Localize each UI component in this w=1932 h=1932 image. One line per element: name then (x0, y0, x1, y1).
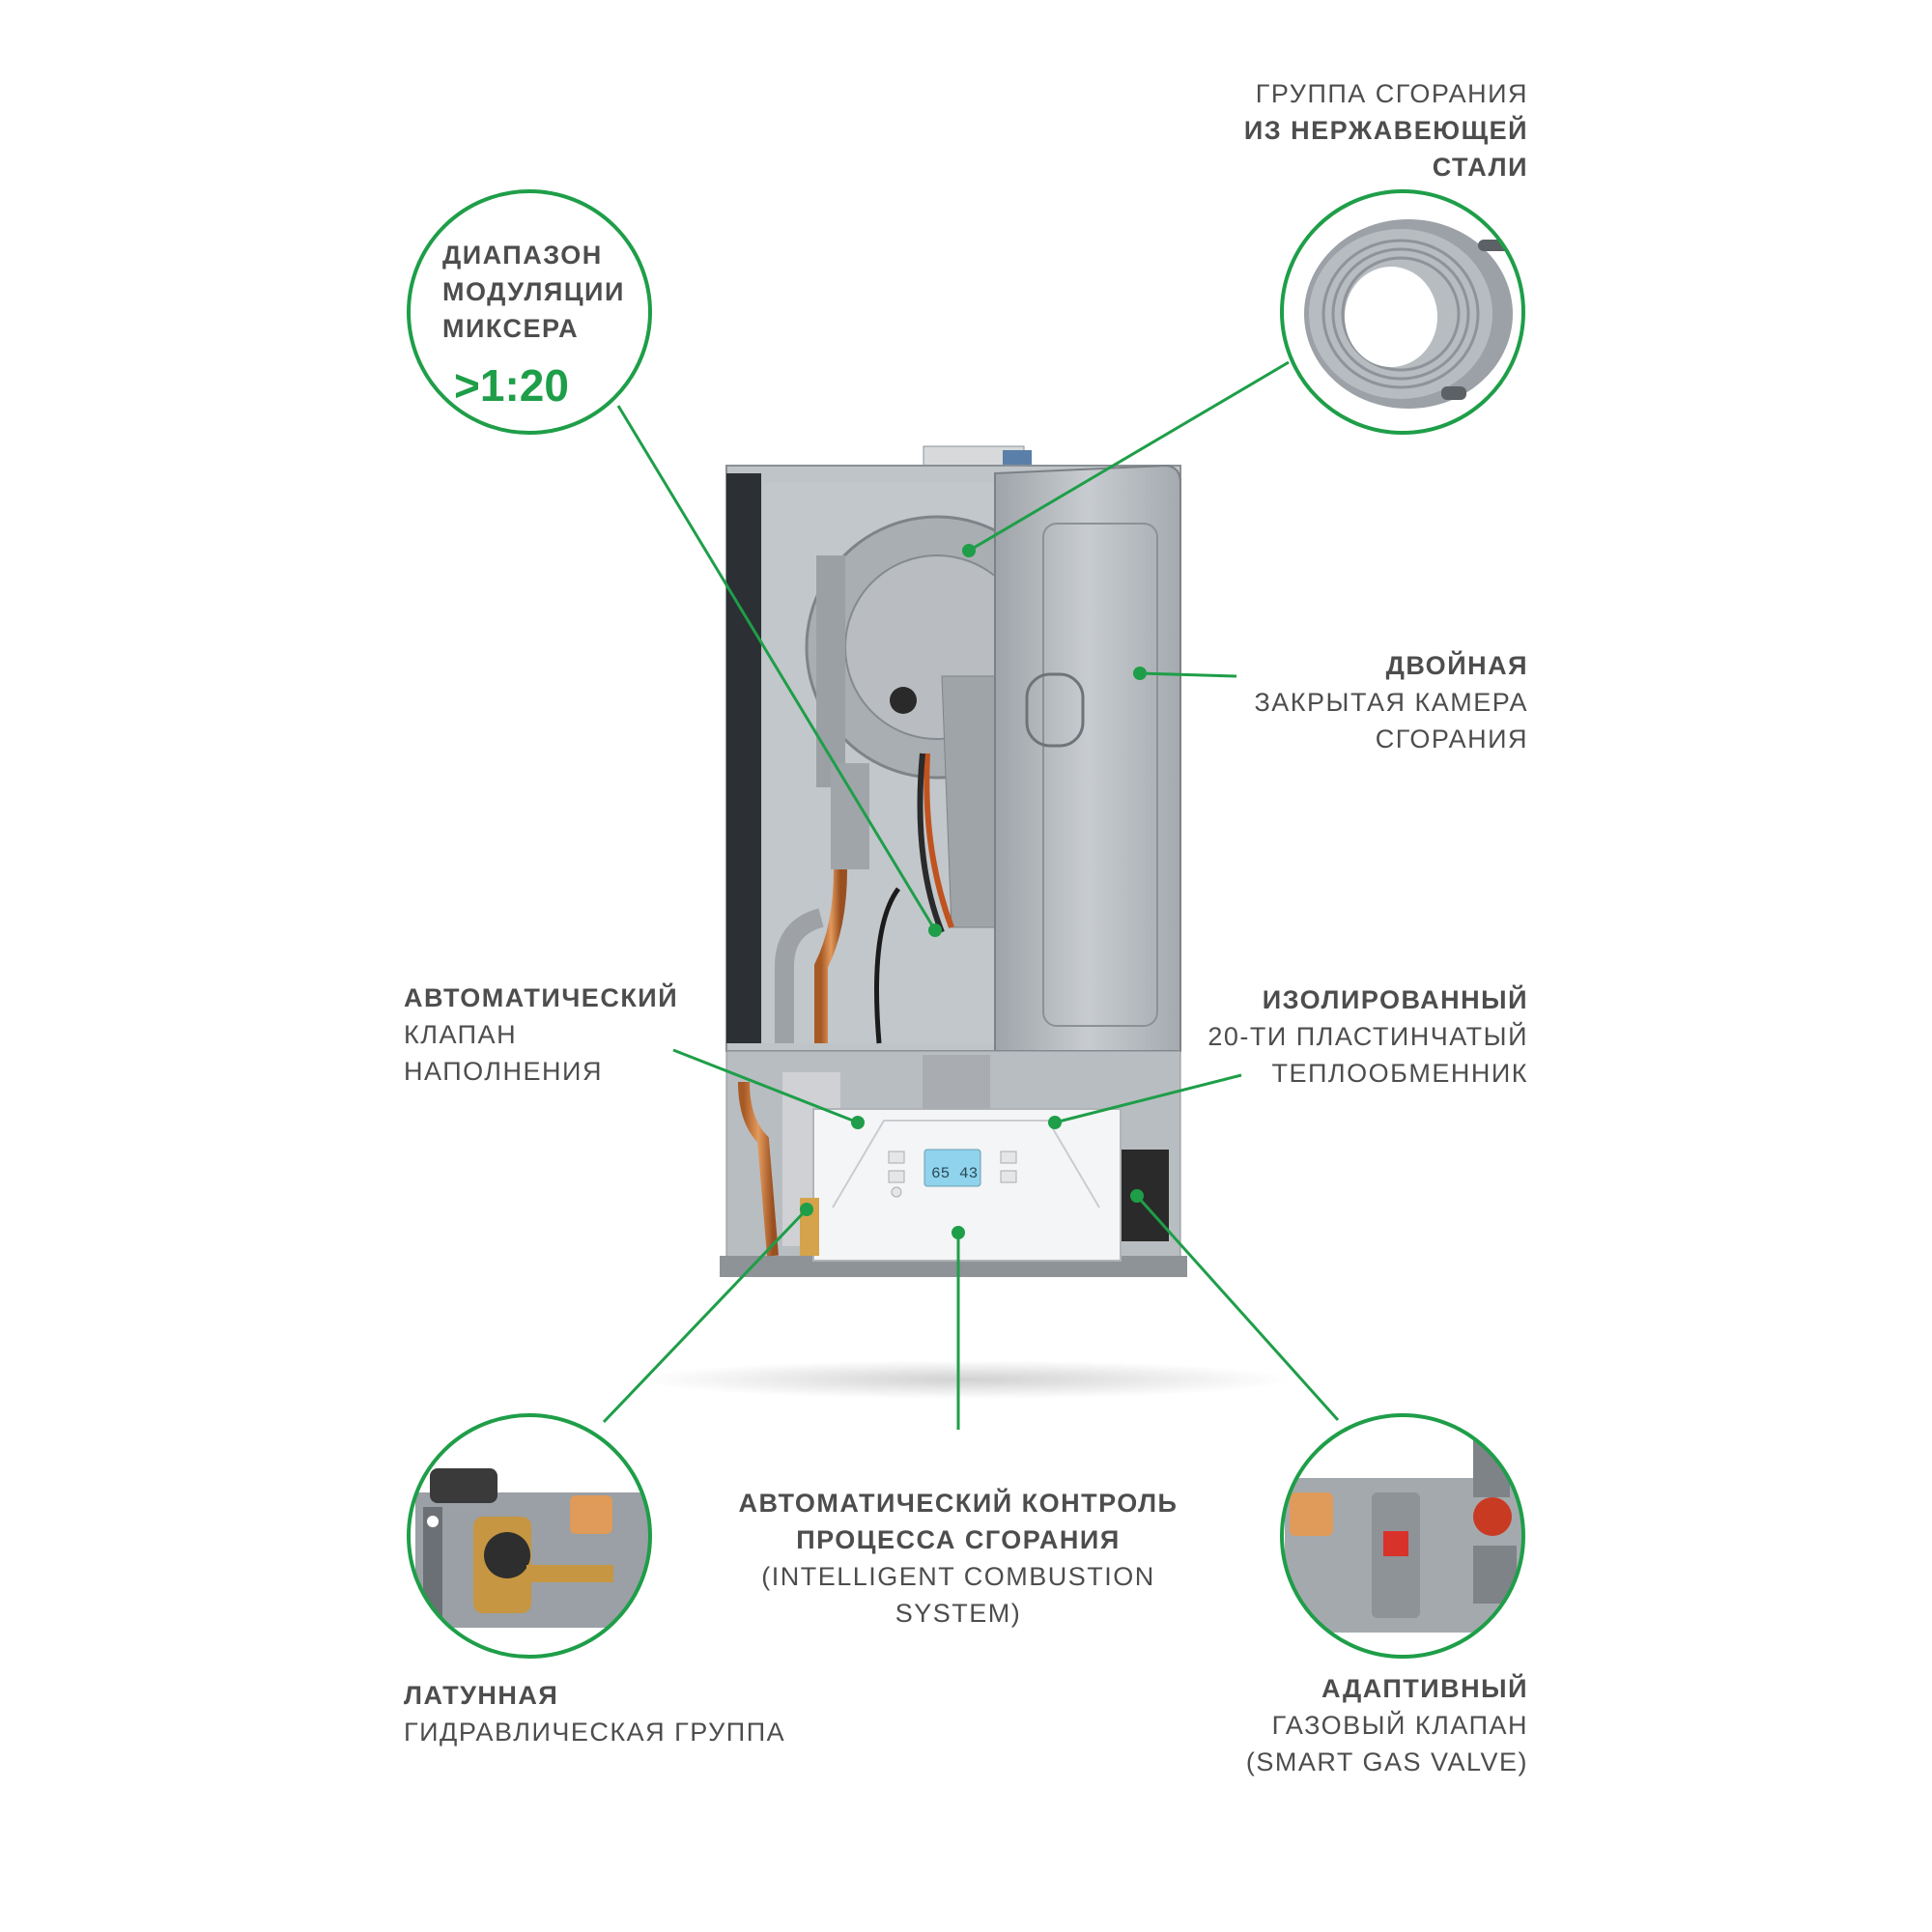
stainless-line-1: ГРУППА СГОРАНИЯ (1255, 79, 1528, 108)
brass-hydraulic-group-image (407, 1413, 652, 1659)
auto-fill-line-3: НАПОЛНЕНИЯ (404, 1057, 603, 1086)
heat-exchanger-line-2: 20-ТИ ПЛАСТИНЧАТЫЙ (1208, 1022, 1528, 1051)
heat-exchanger-label: ИЗОЛИРОВАННЫЙ 20-ТИ ПЛАСТИНЧАТЫЙ ТЕПЛООБ… (1208, 981, 1528, 1092)
brass-line-2: ГИДРАВЛИЧЕСКАЯ ГРУППА (404, 1718, 786, 1747)
gas-valve-image (1280, 1413, 1525, 1659)
gas-valve-line-3: (SMART GAS VALVE) (1245, 1747, 1528, 1776)
double-chamber-line-3: СГОРАНИЯ (1375, 724, 1528, 753)
mixer-line-1: ДИАПАЗОН (442, 241, 603, 270)
stainless-line-3: СТАЛИ (1432, 153, 1528, 182)
mixer-callout-text: ДИАПАЗОН МОДУЛЯЦИИ МИКСЕРА (442, 237, 625, 347)
gas-valve-label: АДАПТИВНЫЙ ГАЗОВЫЙ КЛАПАН (SMART GAS VAL… (1246, 1670, 1528, 1780)
combustion-control-label: АВТОМАТИЧЕСКИЙ КОНТРОЛЬ ПРОЦЕССА СГОРАНИ… (676, 1485, 1240, 1632)
stainless-label: ГРУППА СГОРАНИЯ ИЗ НЕРЖАВЕЮЩЕЙ СТАЛИ (1244, 75, 1528, 185)
auto-fill-line-2: КЛАПАН (404, 1020, 518, 1049)
auto-fill-line-1: АВТОМАТИЧЕСКИЙ (404, 983, 679, 1012)
mixer-line-2: МОДУЛЯЦИИ (442, 277, 625, 306)
floor-shadow (638, 1360, 1294, 1399)
display-left-value: 65 (931, 1165, 950, 1182)
combustion-line-3: (INTELLIGENT COMBUSTION (761, 1562, 1155, 1591)
display-right-value: 43 (959, 1165, 978, 1182)
leader-dots (800, 544, 1147, 1239)
mixer-line-3: МИКСЕРА (442, 314, 580, 343)
combustion-line-1: АВТОМАТИЧЕСКИЙ КОНТРОЛЬ (738, 1489, 1179, 1518)
gas-valve-line-1: АДАПТИВНЫЙ (1321, 1674, 1528, 1703)
leader-lines (602, 360, 1340, 1430)
combustion-line-2: ПРОЦЕССА СГОРАНИЯ (796, 1525, 1121, 1554)
boiler-image: 65 43 (720, 445, 1187, 1277)
mixer-ratio-value: >1:20 (454, 360, 569, 411)
double-chamber-line-1: ДВОЙНАЯ (1385, 651, 1528, 680)
heat-exchanger-line-3: ТЕПЛООБМЕННИК (1271, 1059, 1528, 1088)
heat-exchanger-coil-image (1280, 189, 1525, 435)
combustion-line-4: SYSTEM) (895, 1599, 1022, 1628)
double-chamber-line-2: ЗАКРЫТАЯ КАМЕРА (1254, 688, 1528, 717)
brass-group-label: ЛАТУННАЯ ГИДРАВЛИЧЕСКАЯ ГРУППА (404, 1677, 785, 1750)
mixer-callout-circle (407, 189, 652, 435)
auto-fill-label: АВТОМАТИЧЕСКИЙ КЛАПАН НАПОЛНЕНИЯ (404, 980, 678, 1090)
brass-line-1: ЛАТУННАЯ (404, 1681, 559, 1710)
heat-exchanger-line-1: ИЗОЛИРОВАННЫЙ (1262, 985, 1528, 1014)
stainless-line-2: ИЗ НЕРЖАВЕЮЩЕЙ (1243, 116, 1528, 145)
gas-valve-line-2: ГАЗОВЫЙ КЛАПАН (1271, 1711, 1528, 1740)
double-chamber-label: ДВОЙНАЯ ЗАКРЫТАЯ КАМЕРА СГОРАНИЯ (1254, 647, 1528, 757)
